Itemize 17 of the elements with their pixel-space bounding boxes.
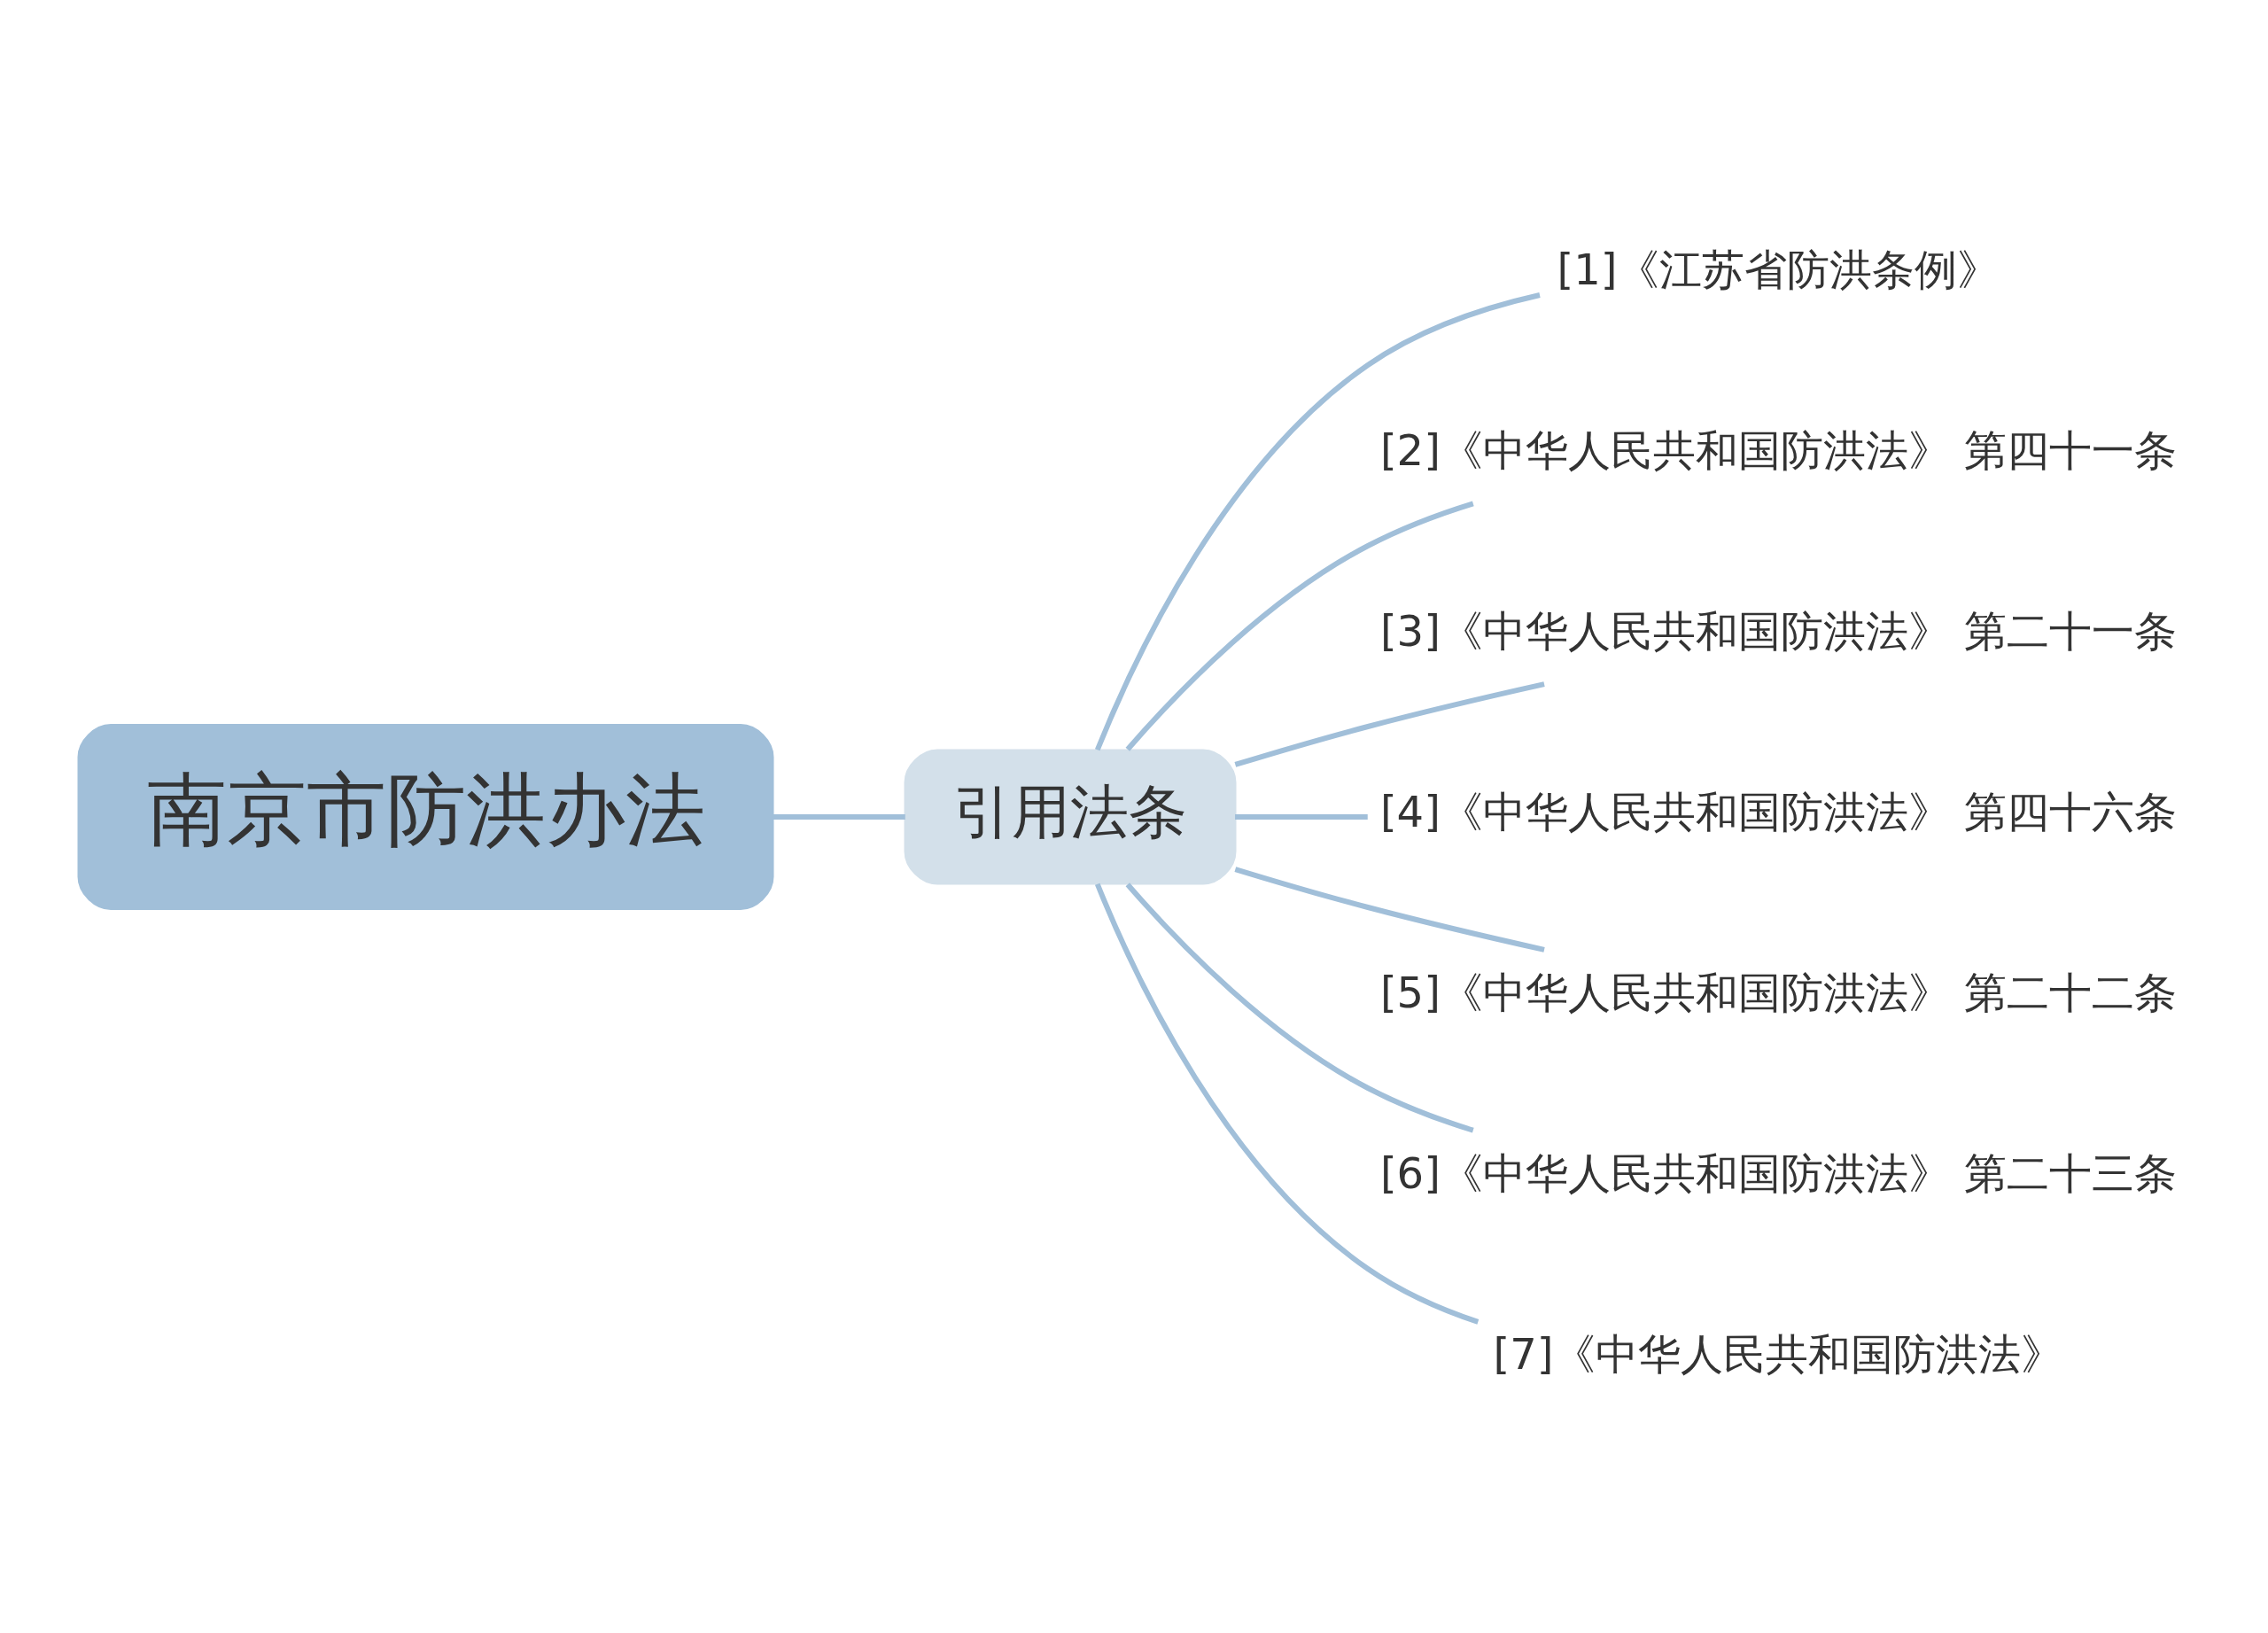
node-text: [7]《中华人民共和国防洪法》 (1493, 1328, 2064, 1379)
connector (1234, 866, 1545, 953)
node-box: 南京市防洪办法 (77, 723, 774, 910)
connector (773, 813, 905, 820)
connector (1235, 813, 1368, 820)
connector (1125, 500, 1474, 751)
connector (1094, 292, 1541, 750)
node-text: [6]《中华人民共和国防洪法》 第二十三条 (1379, 1147, 2178, 1198)
node-text: [5]《中华人民共和国防洪法》 第二十二条 (1379, 967, 2178, 1017)
node-text: [3]《中华人民共和国防洪法》 第二十一条 (1379, 605, 2178, 656)
connector (1234, 680, 1545, 767)
node-text: [2]《中华人民共和国防洪法》 第四十一条 (1379, 424, 2178, 475)
node-text: [4]《中华人民共和国防洪法》 第四十六条 (1379, 786, 2178, 836)
connector (1094, 883, 1480, 1325)
node-box: 引用法条 (904, 749, 1237, 884)
connector (1125, 882, 1474, 1133)
node-text: [1]《江苏省防洪条例》 (1557, 244, 2000, 294)
